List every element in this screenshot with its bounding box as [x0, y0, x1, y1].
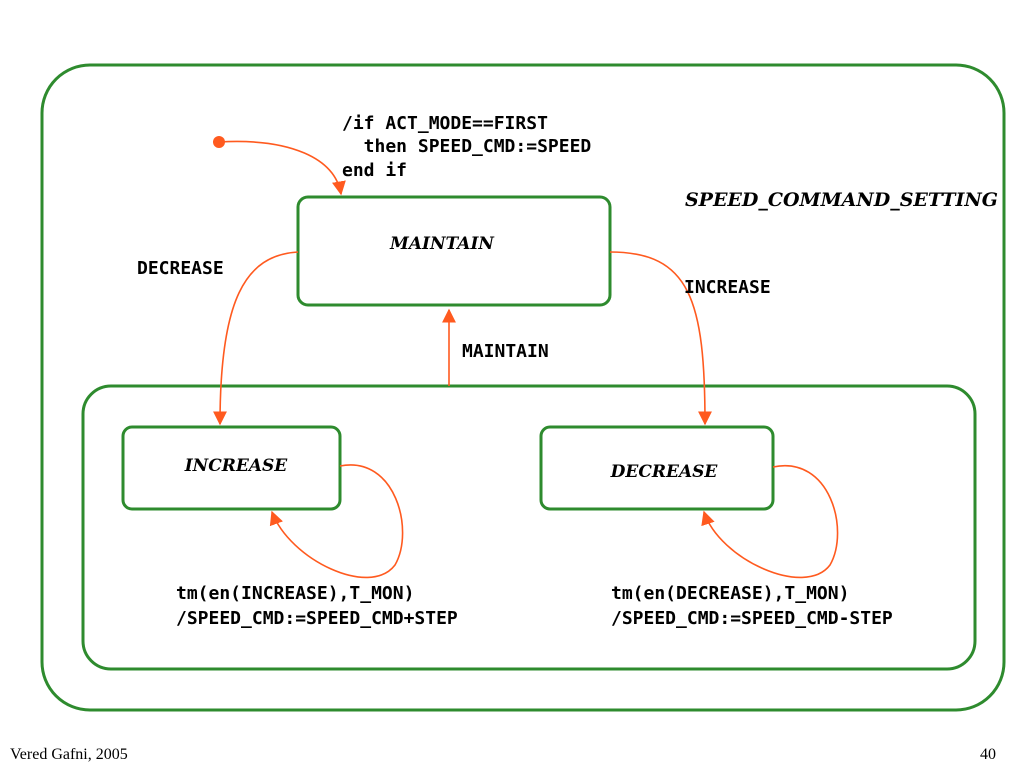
initial-transition-arrow — [218, 140, 346, 196]
outer-state-label: SPEED_COMMAND_SETTING — [685, 189, 998, 211]
increase-self-loop-label-line-2: /SPEED_CMD:=SPEED_CMD+STEP — [176, 608, 458, 629]
transition-group-to-maintain-label: MAINTAIN — [462, 341, 549, 362]
maintain-state-box — [296, 195, 612, 307]
transition-maintain-to-decrease — [609, 251, 712, 426]
initial-action-line-1: /if ACT_MODE==FIRST — [342, 113, 548, 134]
transition-maintain-to-decrease-label: INCREASE — [684, 277, 771, 298]
outer-state-box — [40, 63, 1006, 712]
decrease-self-loop — [701, 464, 839, 579]
increase-state-label: INCREASE — [184, 456, 289, 476]
decrease-state-label: DECREASE — [610, 462, 719, 482]
transition-maintain-to-increase-label: DECREASE — [137, 258, 224, 279]
increase-self-loop-label-line-1: tm(en(INCREASE),T_MON) — [176, 583, 414, 604]
decrease-self-loop-label-line-1: tm(en(DECREASE),T_MON) — [611, 583, 849, 604]
initial-action-line-2: then SPEED_CMD:=SPEED — [342, 136, 591, 157]
increase-self-loop — [269, 464, 404, 579]
maintain-state-label: MAINTAIN — [389, 234, 495, 254]
initial-action-line-3: end if — [342, 160, 407, 181]
transition-maintain-to-increase — [213, 251, 299, 426]
decrease-self-loop-label-line-2: /SPEED_CMD:=SPEED_CMD-STEP — [611, 608, 893, 629]
footer-author: Vered Gafni, 2005 — [10, 746, 128, 763]
decrease-state-box — [539, 425, 775, 511]
group-state-box — [81, 384, 977, 671]
page-number: 40 — [980, 746, 996, 763]
increase-state-box — [121, 425, 342, 511]
